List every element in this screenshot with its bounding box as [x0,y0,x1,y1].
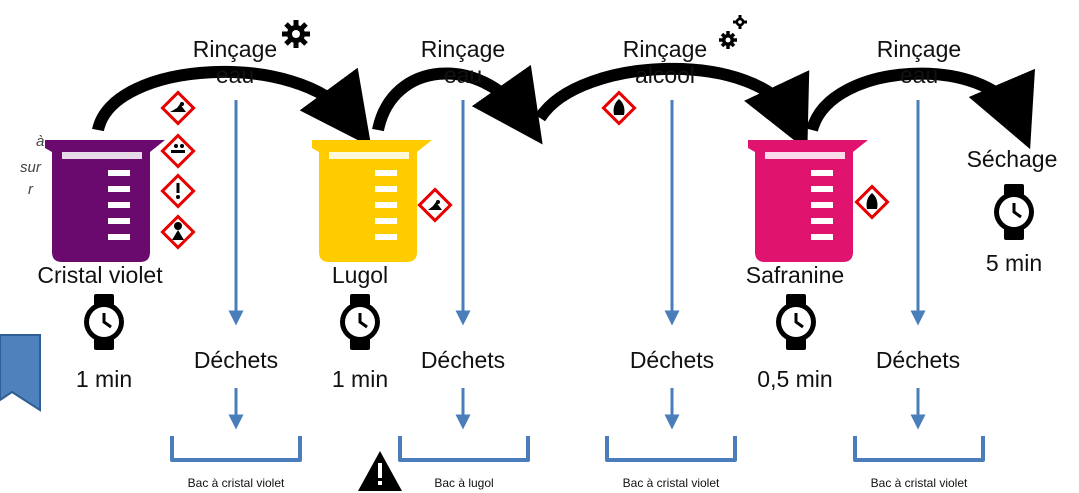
watch-icon-4 [994,184,1034,240]
gears-icon [719,15,747,49]
left-note-3: r [28,181,33,198]
left-note-2: sur [20,159,41,176]
left-note-1: à [36,133,45,150]
rinse-1-line1: Rinçage [192,36,278,62]
rinse-2-line1: Rinçage [420,36,506,62]
bin-label-4: Bac à cristal violet [870,476,968,490]
drying-label: Séchage [966,146,1058,172]
rinse-arrow-1 [92,65,372,147]
bin-bracket-3 [605,436,737,462]
bin-label-2: Bac à lugol [434,476,494,490]
warning-icon [358,451,402,491]
rinse-3-line1: Rinçage [622,36,708,62]
bin-bracket-2 [398,436,530,462]
reagent-name-cristal-violet: Cristal violet [37,262,163,288]
gear-icon [282,20,310,48]
waste-label-1: Déchets [193,347,279,373]
reagent-time-2: 1 min [331,366,389,392]
rinse-arrow-4 [806,67,1035,150]
bin-label-3: Bac à cristal violet [622,476,720,490]
bin-bracket-4 [853,436,985,462]
drying-time: 5 min [985,250,1043,276]
reagent-time-1: 1 min [75,366,133,392]
bin-bracket-1 [170,436,302,462]
bin-label-1: Bac à cristal violet [187,476,285,490]
rinse-3-line2: alcool [634,62,696,88]
reagent-name-safranine: Safranine [745,262,845,288]
reagent-name-lugol: Lugol [331,262,389,288]
watch-icon-3 [776,294,816,350]
watch-icon-2 [340,294,380,350]
reagent-time-3: 0,5 min [757,366,833,392]
rinse-2-line2: eau [443,62,483,88]
beaker-cristal-violet [45,140,165,262]
waste-label-4: Déchets [875,347,961,373]
left-arrow-shape [0,334,41,412]
rinse-1-line2: eau [215,62,255,88]
beaker-lugol [312,140,432,262]
watch-icon-1 [84,294,124,350]
rinse-arrow-3 [534,62,810,151]
waste-label-3: Déchets [629,347,715,373]
beaker-safranine [748,140,868,262]
rinse-4-line2: eau [899,62,939,88]
waste-label-2: Déchets [420,347,506,373]
rinse-4-line1: Rinçage [876,36,962,62]
rinse-arrow-2 [372,64,543,145]
